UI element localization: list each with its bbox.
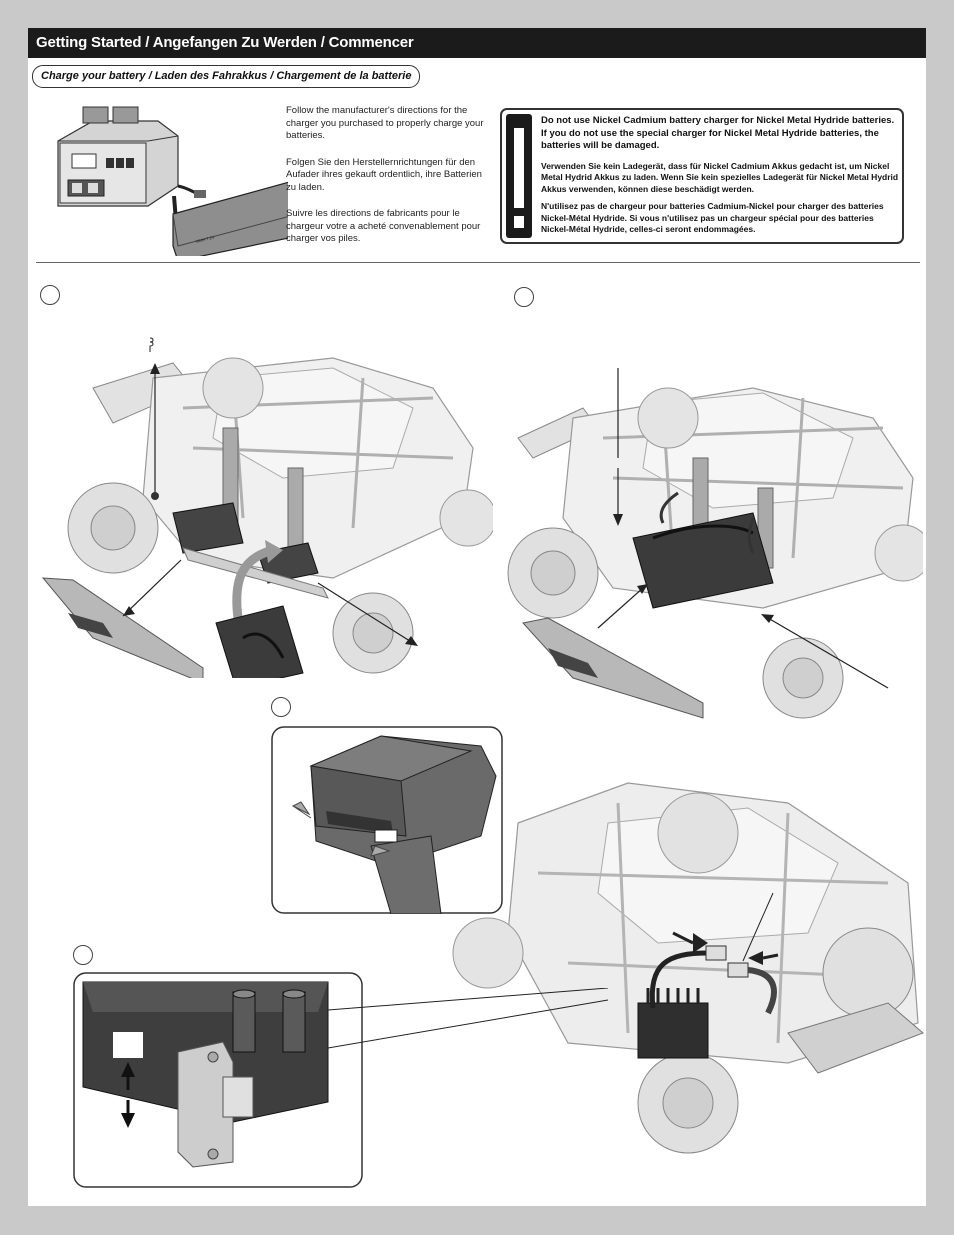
title-fr: Commencer [328,34,414,51]
instructions-en: Follow the manufacturer's directions for… [286,105,484,141]
title-en: Getting Started [36,34,142,51]
step-marker-2 [514,287,534,307]
charging-instructions: Follow the manufacturer's directions for… [286,105,486,260]
instructions-fr: Suivre les directions de fabricants pour… [286,208,481,244]
zoom-leader-lines [328,988,609,1049]
step4-illustration [452,782,924,1154]
warning-en: Do not use Nickel Cadmium battery charge… [541,115,895,151]
instructions-de: Folgen Sie den Herstellernrichtungen für… [286,156,482,193]
step2-illustration [507,368,923,719]
warning-de: Verwenden Sie kein Ladegerät, dass für N… [541,160,899,194]
step1-illustration [41,357,493,678]
manual-page: Getting Started / Angefangen Zu Werden /… [28,28,926,1206]
exclamation-icon [506,114,532,238]
step3-illustration [271,726,503,914]
svg-text:NiMH 7.2V: NiMH 7.2V [195,234,215,244]
warning-fr: N'utilisez pas de chargeur pour batterie… [541,201,884,234]
section-header: Getting Started / Angefangen Zu Werden /… [28,28,926,58]
warning-box: Do not use Nickel Cadmium battery charge… [500,108,904,244]
warning-text: Do not use Nickel Cadmium battery charge… [541,115,899,242]
body-clip-icon [149,337,154,352]
charger-icon: NiMH 7.2V [57,106,288,256]
step-marker-5 [73,945,93,965]
charge-battery-label: Charge your battery / Laden des Fahrakku… [32,65,421,88]
step-marker-1 [40,285,60,305]
step5-illustration [73,972,363,1188]
title-de: Angefangen Zu Werden [152,34,317,51]
sep: / [316,34,329,51]
sep: / [141,34,153,51]
divider [36,262,920,263]
step-marker-3 [271,697,291,717]
